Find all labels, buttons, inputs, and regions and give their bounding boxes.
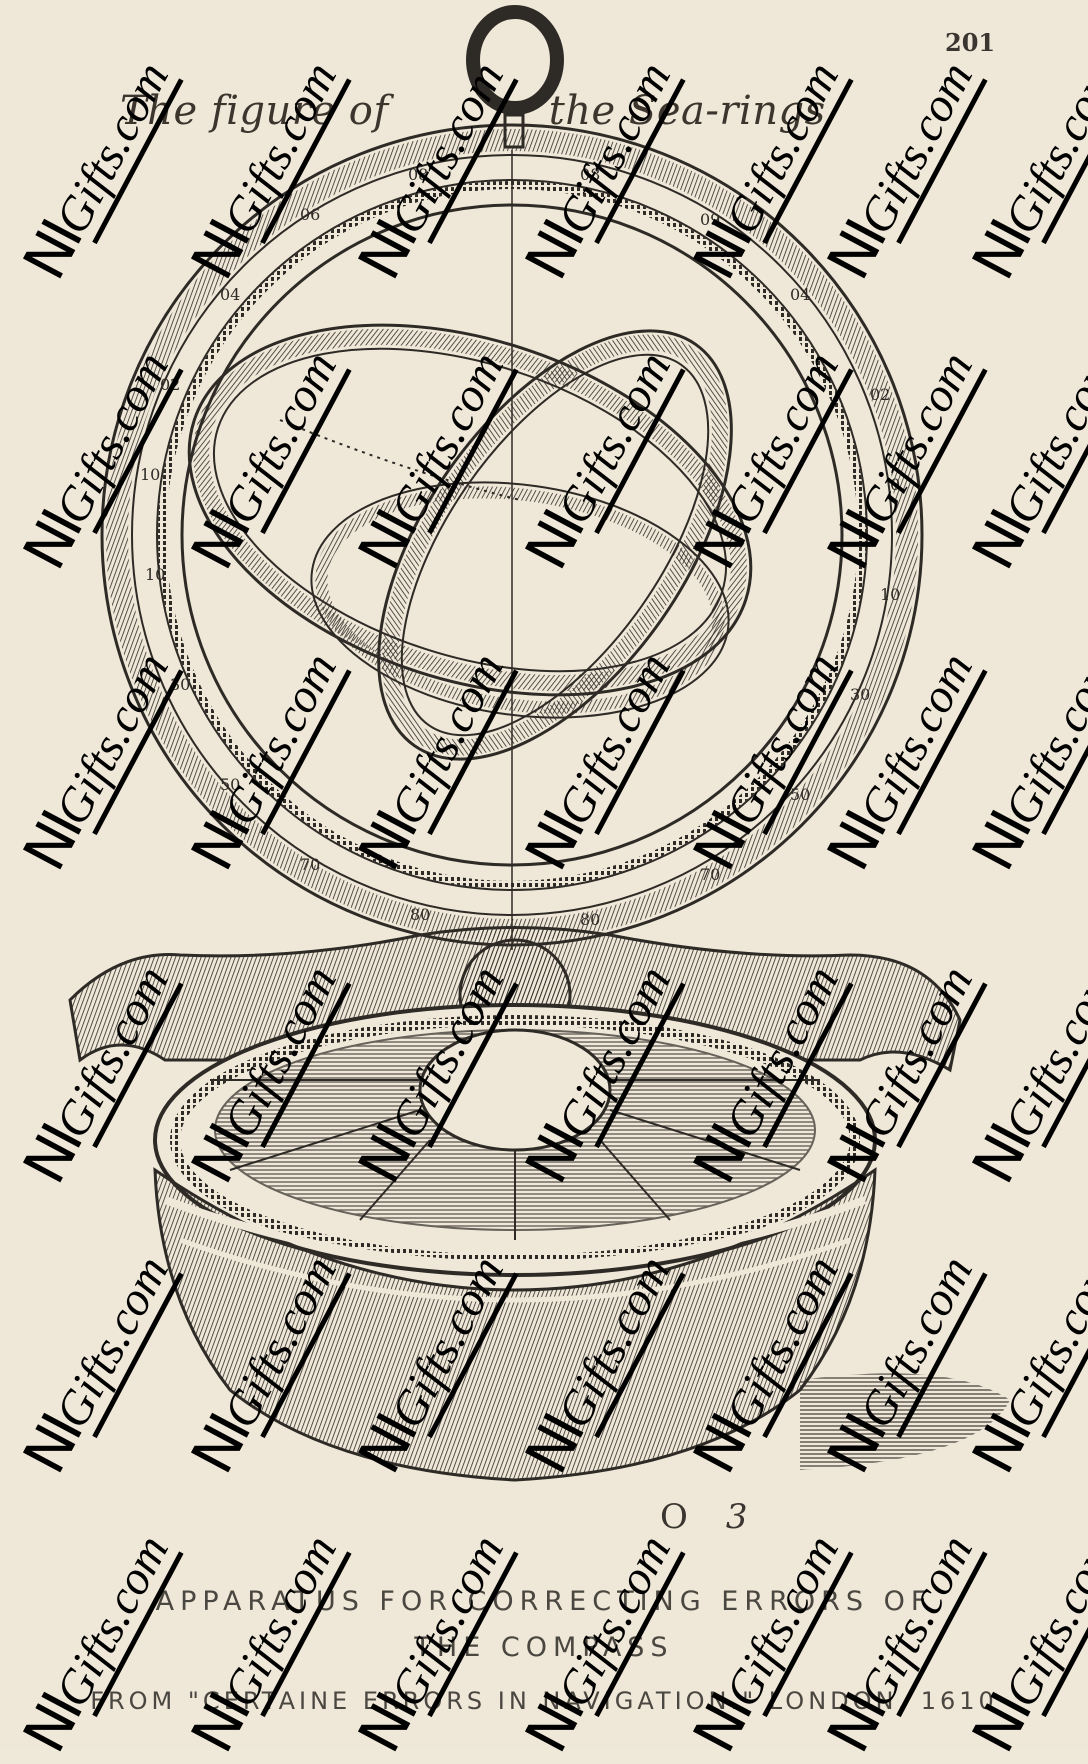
- svg-text:80: 80: [410, 905, 430, 924]
- svg-text:30: 30: [850, 685, 870, 704]
- svg-text:30: 30: [170, 675, 190, 694]
- svg-text:0: 0: [890, 475, 900, 494]
- svg-text:10: 10: [880, 585, 900, 604]
- svg-text:70: 70: [300, 855, 320, 874]
- compass-bowl: [68, 926, 1010, 1482]
- svg-text:10: 10: [140, 465, 160, 484]
- svg-text:10: 10: [145, 565, 165, 584]
- svg-text:04: 04: [220, 285, 240, 304]
- svg-text:04: 04: [790, 285, 810, 304]
- svg-text:50: 50: [790, 785, 810, 804]
- caption-line-1: APPARATUS FOR CORRECTING ERRORS OF: [155, 1586, 933, 1617]
- svg-text:70: 70: [700, 865, 720, 884]
- engraving-title: The figure of the Sea-rings: [120, 88, 826, 134]
- ring-scale-numbers: 08 08 06 09 04 04 02 02 10 0 10 10 30 30 50 50 7…: [140, 165, 900, 929]
- inner-rings: [187, 323, 753, 761]
- svg-text:02: 02: [870, 385, 890, 404]
- svg-text:50: 50: [220, 775, 240, 794]
- title-left: The figure of: [120, 88, 389, 134]
- sight-line: [279, 419, 521, 501]
- svg-text:09: 09: [700, 210, 720, 229]
- svg-text:02: 02: [160, 375, 180, 394]
- plate-mark-number: 3: [725, 1497, 748, 1537]
- svg-text:80: 80: [580, 910, 600, 929]
- caption-line-3: FROM "CERTAINE ERRORS IN NAVIGATION." LO…: [90, 1687, 998, 1715]
- title-right: the Sea-rings: [548, 88, 826, 134]
- svg-text:06: 06: [300, 205, 320, 224]
- svg-text:08: 08: [408, 165, 428, 184]
- plate-mark-letter: O: [660, 1497, 688, 1537]
- caption-line-2: THE COMPASS: [414, 1632, 674, 1663]
- page-number: 201: [945, 28, 996, 57]
- svg-text:08: 08: [580, 165, 600, 184]
